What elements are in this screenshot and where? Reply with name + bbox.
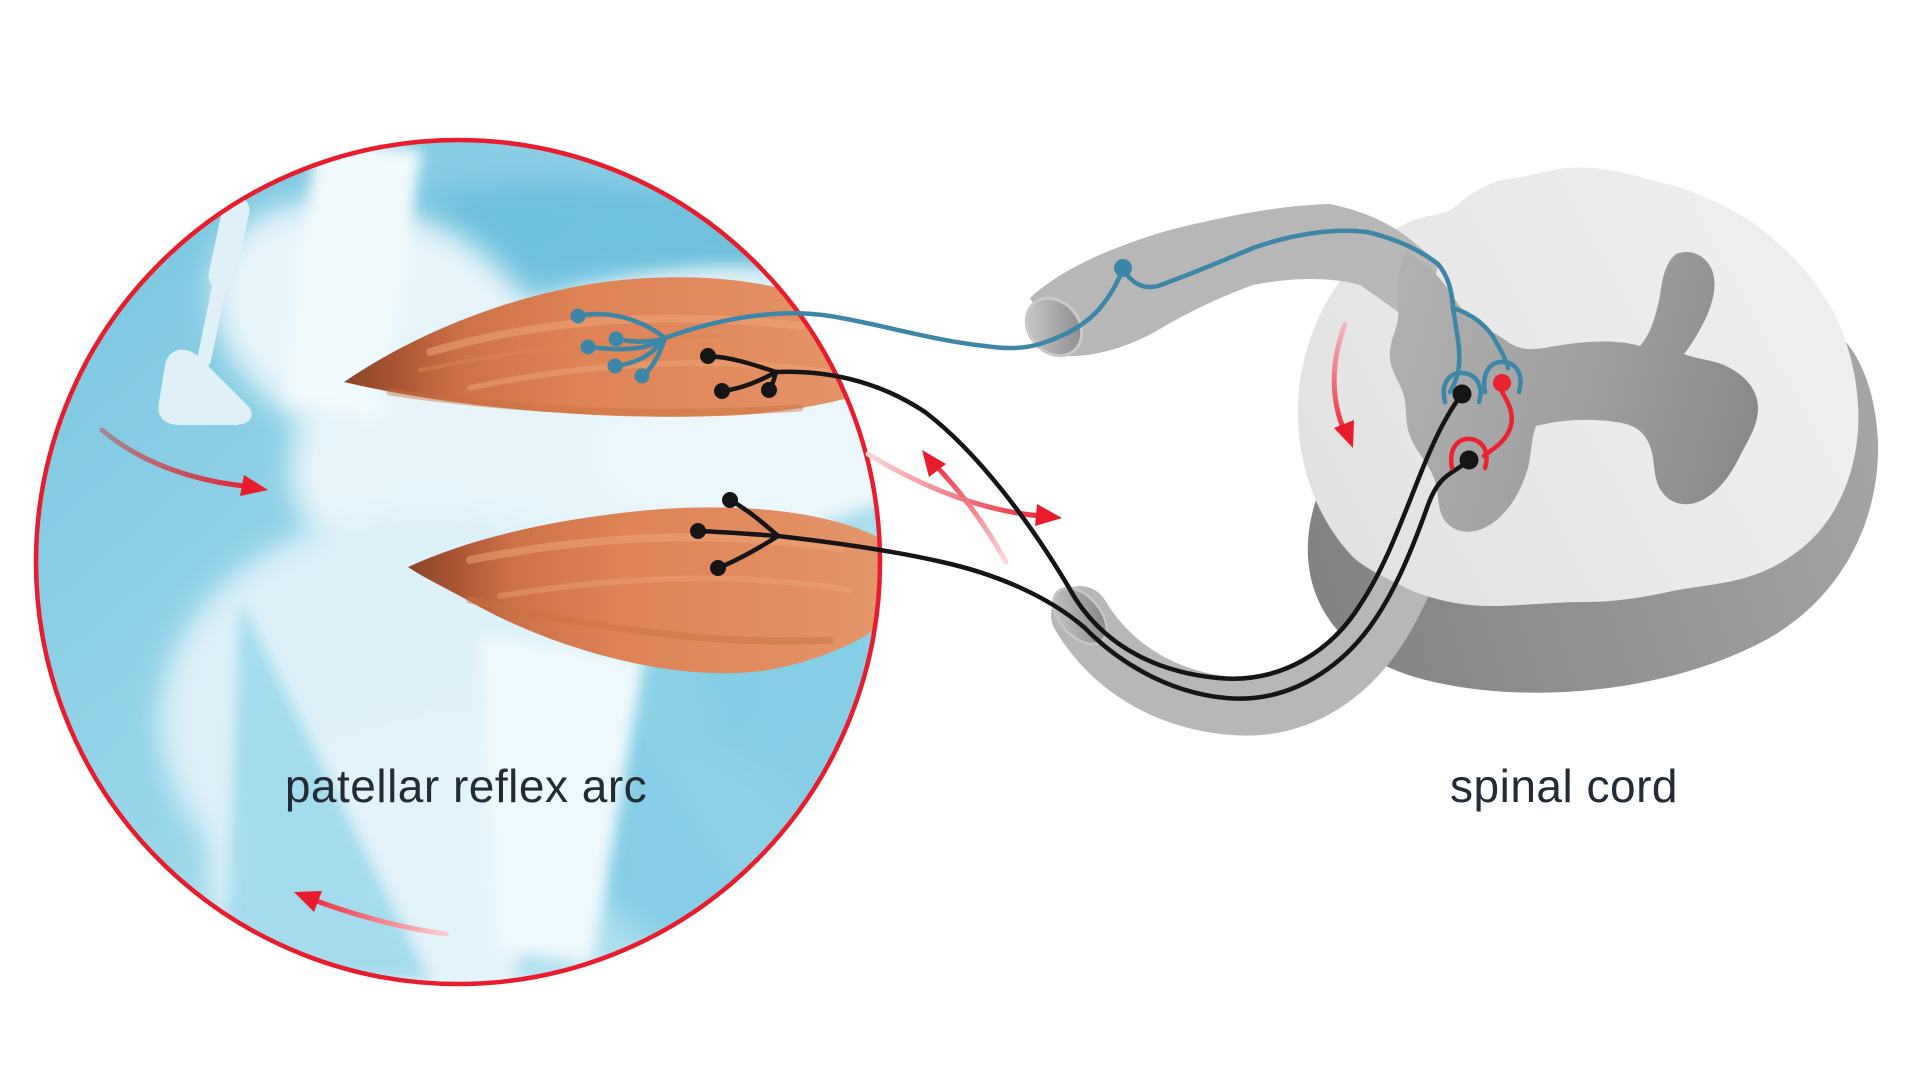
cord-signal-arrow xyxy=(1331,321,1354,448)
spinal-cord-cross-section xyxy=(1024,167,1879,736)
sensory-central-axon xyxy=(1120,228,1456,311)
afferent-signal-arrow xyxy=(865,451,1062,526)
efferent-signal-arrow xyxy=(922,450,1009,565)
sensory-endings xyxy=(570,259,1132,384)
motor-cell-body-2 xyxy=(1459,450,1479,470)
leg-kick-arrow xyxy=(294,891,449,937)
motor-endplates xyxy=(690,348,1479,576)
interneuron-cell-body xyxy=(1493,374,1511,392)
inset-circle-border xyxy=(33,137,883,987)
femur-bone xyxy=(286,140,422,420)
motor-axon-upper xyxy=(773,369,1465,681)
ventral-root-opening xyxy=(1052,586,1108,646)
reflex-hammer-icon xyxy=(158,196,252,425)
hamstring-muscle xyxy=(408,507,880,674)
sensory-neuron xyxy=(575,228,1523,405)
synapse-cap-blue-1 xyxy=(1441,370,1483,405)
synapse-cap-red xyxy=(1448,436,1489,471)
sensory-cell-body xyxy=(1114,259,1132,277)
left-caption: patellar reflex arc xyxy=(285,760,647,812)
interneuron-axon xyxy=(1481,389,1515,459)
dorsal-root xyxy=(1030,204,1438,357)
spindle-branch xyxy=(585,335,668,352)
motor-cell-body-1 xyxy=(1452,384,1472,404)
hammer-strike-arrow xyxy=(99,427,268,496)
right-caption: spinal cord xyxy=(1450,760,1678,812)
synapse-cap-blue-2 xyxy=(1482,359,1523,395)
motor-axon-lower xyxy=(775,457,1472,701)
spindle-branch xyxy=(575,311,668,341)
tibia-bone xyxy=(480,635,645,965)
inhibitory-interneuron xyxy=(1448,389,1515,471)
sensory-peripheral-axon xyxy=(662,265,1126,351)
cord-gray-matter xyxy=(1389,251,1758,532)
signal-arrows xyxy=(99,321,1354,937)
